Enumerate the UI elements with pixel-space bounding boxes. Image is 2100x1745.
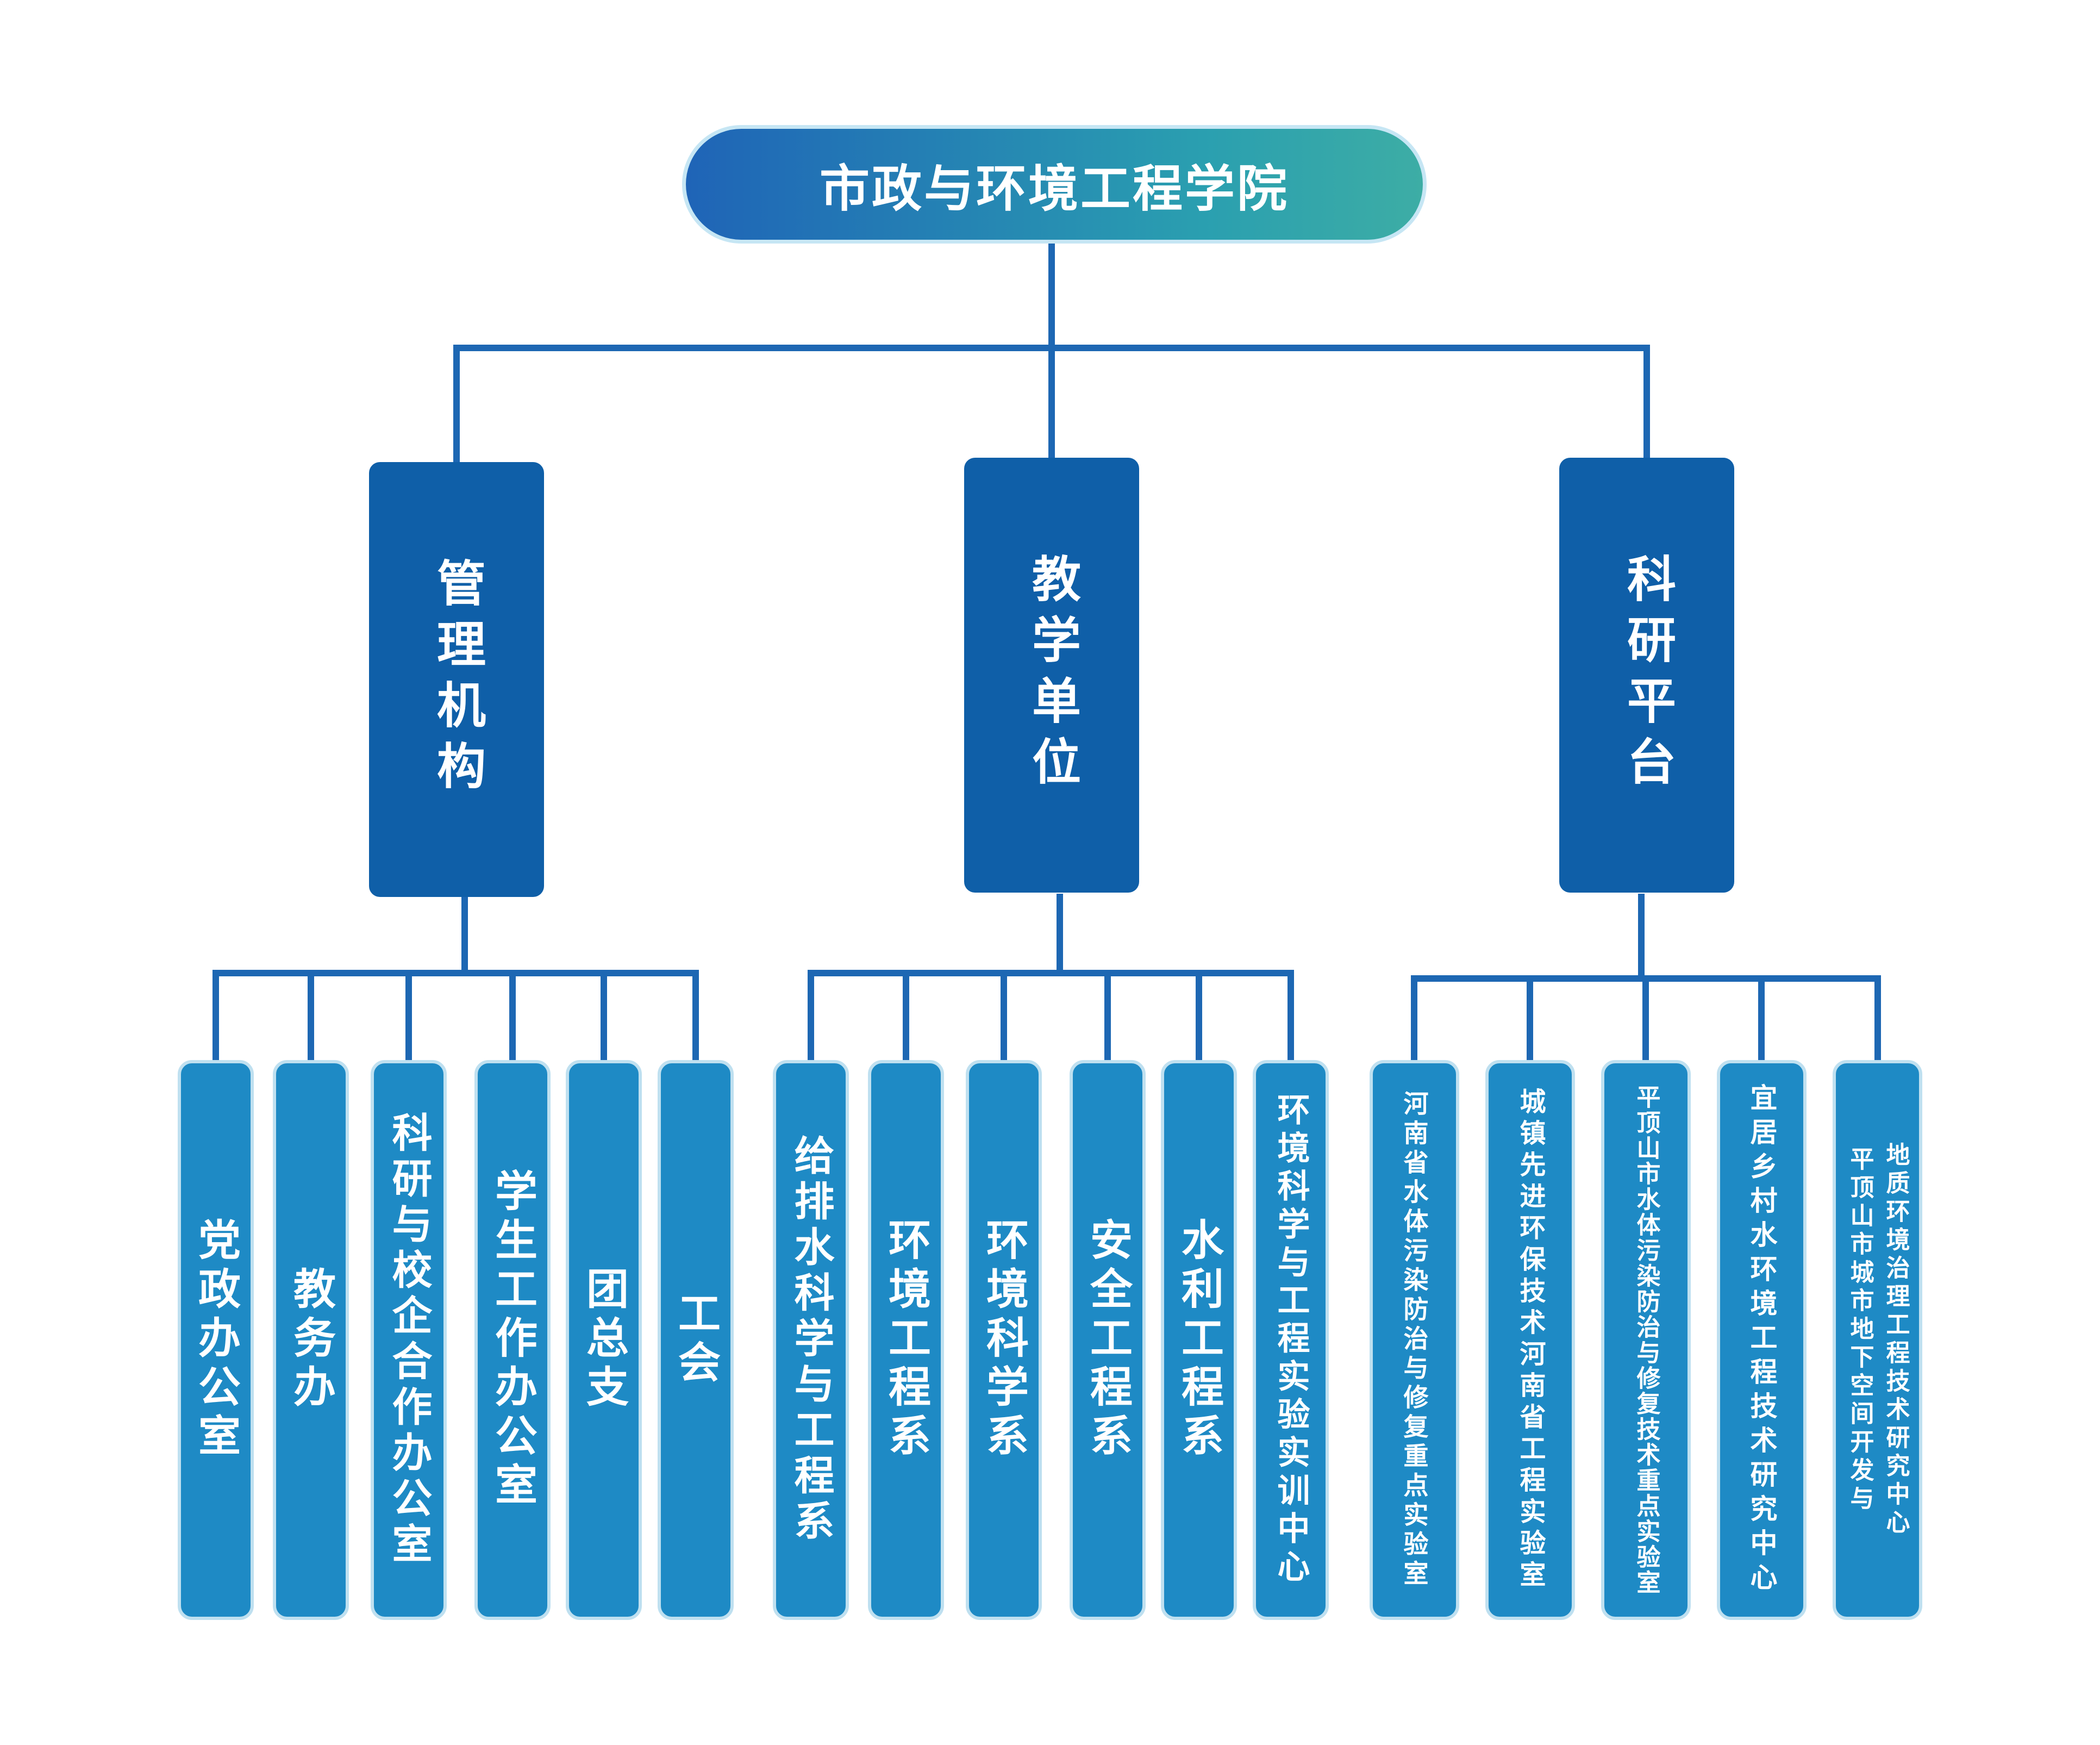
unit-label: 工会 <box>671 1291 720 1389</box>
category-teaching-label: 教学单位 <box>1023 553 1080 797</box>
dept-label: 环境科学与工程实验实训中心 <box>1272 1093 1310 1587</box>
unit-label: 学生工作办公室 <box>488 1169 537 1511</box>
unit-label: 教务办 <box>286 1267 335 1413</box>
lab-label: 河南省水体污染防治与修复重点实验室 <box>1399 1090 1429 1590</box>
unit-party-office: 党政办公室 <box>178 1060 254 1620</box>
dept-water-supply-drainage: 给排水科学与工程系 <box>773 1060 849 1620</box>
unit-academic-affairs: 教务办 <box>273 1060 349 1620</box>
college-title: 市政与环境工程学院 <box>682 125 1427 244</box>
unit-youth-league: 团总支 <box>566 1060 642 1620</box>
lab-henan-water-pollution: 河南省水体污染防治与修复重点实验室 <box>1370 1060 1459 1620</box>
category-research: 科研平台 <box>1559 458 1734 893</box>
category-management-label: 管理机构 <box>428 558 485 801</box>
unit-research-cooperation-office: 科研与校企合作办公室 <box>371 1060 447 1620</box>
unit-label: 团总支 <box>579 1267 628 1413</box>
category-research-label: 科研平台 <box>1618 553 1676 797</box>
lab-label: 城镇先进环保技术河南省工程实验室 <box>1515 1088 1546 1592</box>
lab-label: 平顶山市水体污染防治与修复技术重点实验室 <box>1632 1085 1660 1596</box>
dept-label: 环境工程系 <box>882 1218 930 1462</box>
center-rural-water-environment: 宜居乡村水环境工程技术研究中心 <box>1717 1060 1807 1620</box>
category-management: 管理机构 <box>369 462 544 897</box>
dept-lab-training-center: 环境科学与工程实验实训中心 <box>1253 1060 1329 1620</box>
unit-labor-union: 工会 <box>658 1060 734 1620</box>
dept-environmental-engineering: 环境工程系 <box>868 1060 944 1620</box>
dept-safety-engineering: 安全工程系 <box>1070 1060 1146 1620</box>
dept-environmental-science: 环境科学系 <box>966 1060 1042 1620</box>
lab-pingdingshan-water-pollution: 平顶山市水体污染防治与修复技术重点实验室 <box>1601 1060 1691 1620</box>
dept-label: 环境科学系 <box>979 1218 1028 1462</box>
unit-label: 科研与校企合作办公室 <box>385 1112 432 1568</box>
dept-label: 给排水科学与工程系 <box>788 1135 834 1545</box>
dept-label: 水利工程系 <box>1174 1218 1223 1462</box>
center-label-col1: 地质环境治理工程技术研究中心 <box>1882 1142 1910 1538</box>
dept-label: 安全工程系 <box>1083 1218 1132 1462</box>
center-label-col2: 平顶山市城市地下空间开发与 <box>1846 1146 1874 1514</box>
category-teaching: 教学单位 <box>964 458 1139 893</box>
unit-student-affairs-office: 学生工作办公室 <box>474 1060 551 1620</box>
center-geological-environment: 地质环境治理工程技术研究中心 平顶山市城市地下空间开发与 <box>1833 1060 1922 1620</box>
dept-water-conservancy: 水利工程系 <box>1161 1060 1237 1620</box>
unit-label: 党政办公室 <box>191 1218 240 1462</box>
center-label: 宜居乡村水环境工程技术研究中心 <box>1746 1083 1778 1597</box>
lab-urban-env-protection: 城镇先进环保技术河南省工程实验室 <box>1485 1060 1575 1620</box>
